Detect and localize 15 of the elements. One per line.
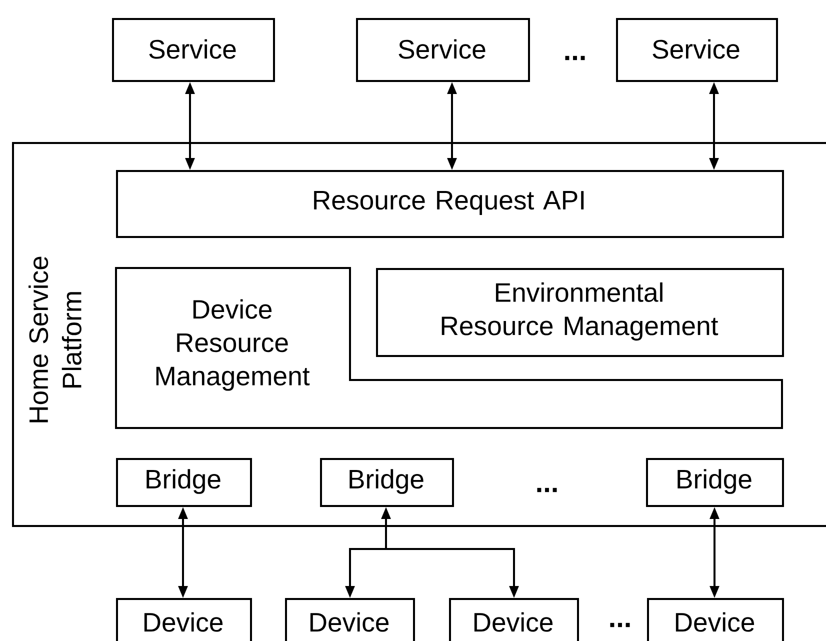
management-box: Environmental Resource Management (376, 268, 784, 357)
device-box: Device (449, 598, 579, 641)
bridge-box: Bridge (116, 458, 252, 507)
service-box: Service (616, 18, 778, 82)
bridge-box: Bridge (646, 458, 784, 507)
ellipsis: ... (610, 622, 630, 628)
ellipsis: ... (537, 488, 557, 492)
service-box: Service (356, 18, 530, 82)
ellipsis: ... (565, 56, 585, 60)
service-box: Service (112, 18, 275, 82)
device-box: Device (647, 598, 784, 641)
device-box: Device (116, 598, 252, 641)
device-box: Device (285, 598, 415, 641)
api-box: Resource Request API (116, 170, 784, 238)
bridge-box: Bridge (320, 458, 454, 507)
